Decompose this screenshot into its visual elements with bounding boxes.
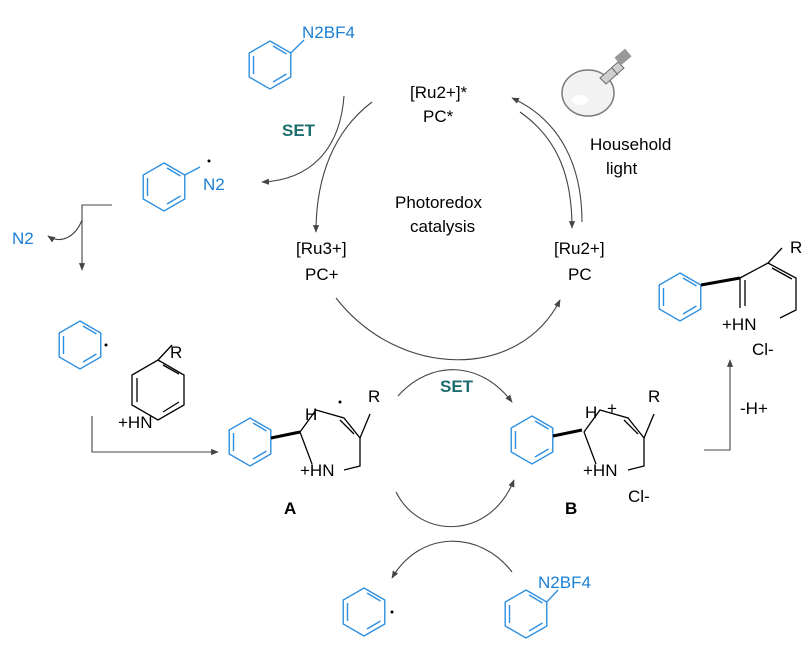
phenyl-radical-dot — [104, 343, 108, 347]
arrow-radical-down — [78, 204, 112, 271]
intermediate-a-h-label: H — [305, 405, 317, 424]
product-cl-label: Cl- — [752, 340, 774, 359]
intermediate-b-label: B — [565, 499, 577, 518]
pyridinium-hn-label: +HN — [118, 413, 152, 432]
diazonium-top: N2BF4 — [248, 23, 355, 90]
benzene-ring-a — [228, 417, 272, 467]
pc-excited-label: PC* — [423, 107, 454, 126]
diazonium-bottom-label: N2BF4 — [538, 573, 591, 592]
phenyl-radical-left — [58, 320, 108, 370]
diazonium-top-label: N2BF4 — [302, 23, 355, 42]
ru-excited-label: [Ru2+]* — [410, 83, 468, 102]
arrow-a-to-b-bottom — [395, 479, 515, 528]
catalysis-label: catalysis — [410, 217, 475, 236]
product-r-label: R — [790, 238, 802, 257]
intermediate-b-h-label: H — [585, 403, 597, 422]
intermediate-a-radical-dot — [338, 400, 342, 404]
pc-ground-label: PC — [568, 265, 592, 284]
intermediate-b-r-label: R — [648, 387, 660, 406]
benzene-ring-product — [658, 272, 702, 322]
arrow-diazonium-to-phenyl-bottom — [391, 540, 513, 579]
reaction-arrows — [47, 95, 734, 579]
ru-oxidized-label: [Ru3+] — [296, 239, 347, 258]
radical-dot — [207, 159, 211, 163]
benzene-ring-radical — [142, 162, 201, 212]
arrow-diazonium-to-radical — [261, 95, 345, 185]
diazonium-bottom: N2BF4 — [504, 573, 591, 639]
product-hn-label: +HN — [722, 315, 756, 334]
household-label: Household — [590, 135, 671, 154]
phenyl-radical-bottom-dot — [390, 610, 394, 614]
arrow-n2-loss — [47, 219, 83, 243]
n2-released-label: N2 — [12, 229, 34, 248]
arrow-to-intermediate-a — [91, 416, 219, 456]
arrow-a-to-b-top — [397, 369, 513, 403]
pc-oxidized-label: PC+ — [305, 265, 339, 284]
intermediate-a-r-label: R — [368, 387, 380, 406]
arrow-pc-to-pc-excited — [511, 97, 583, 223]
phenyl-radical-bottom — [342, 587, 394, 637]
ru-ground-label: [Ru2+] — [554, 239, 605, 258]
arrow-ru3-to-pc — [335, 297, 561, 361]
aryldiazenyl-radical: N2 — [142, 159, 225, 212]
aryldiazenyl-n2-label: N2 — [203, 175, 225, 194]
pyridinium-left: R +HN — [118, 343, 185, 432]
intermediate-b-plus: + — [607, 399, 617, 418]
product-arylpyridinium: R +HN Cl- — [658, 238, 802, 359]
set-label-mid: SET — [440, 377, 474, 396]
deprotonation-label: -H+ — [740, 399, 768, 418]
intermediate-b-cl-label: Cl- — [628, 487, 650, 506]
benzene-ring-top — [248, 39, 305, 90]
arrow-b-to-product — [704, 359, 734, 451]
intermediate-b-hn-label: +HN — [583, 461, 617, 480]
light-label: light — [606, 159, 637, 178]
photoredox-label: Photoredox — [395, 193, 482, 212]
intermediate-a: H R +HN A — [228, 387, 380, 518]
intermediate-b: H + R +HN B Cl- — [510, 387, 660, 518]
intermediate-a-hn-label: +HN — [300, 461, 334, 480]
arrow-pc-excited-to-ru3 — [312, 101, 373, 233]
lightbulb-icon — [561, 48, 632, 117]
intermediate-a-label: A — [284, 499, 296, 518]
benzene-ring-b — [510, 415, 554, 465]
set-label-top: SET — [282, 121, 316, 140]
pyridinium-r-label: R — [170, 343, 182, 362]
arrow-pc-excited-to-pc — [519, 111, 576, 229]
benzene-ring-bottom — [504, 589, 559, 639]
